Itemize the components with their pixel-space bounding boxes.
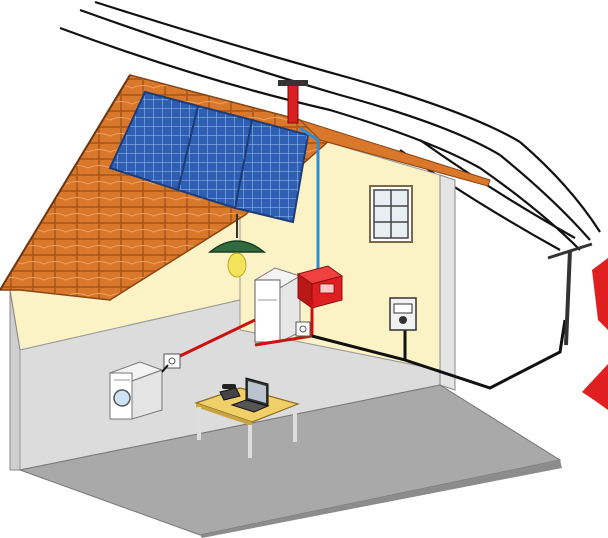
- power-socket-icon: [295, 321, 311, 337]
- dc-cable: [299, 126, 320, 272]
- washing-machine-cable: [161, 364, 169, 373]
- window-icon: [369, 185, 413, 243]
- telephone-icon: [219, 384, 241, 401]
- ceiling-lamp-icon: [207, 214, 267, 278]
- red-direction-arrows: [582, 258, 608, 410]
- power-socket-icon: [163, 353, 181, 369]
- refrigerator-icon: [253, 267, 302, 343]
- electricity-meter-icon: [389, 297, 417, 331]
- inverter-icon: [296, 265, 344, 309]
- utility-pole-icon: [547, 242, 593, 346]
- solar-panel-icon: [108, 90, 310, 224]
- laptop-icon: [230, 377, 270, 413]
- roof-right-eave: [299, 119, 491, 187]
- roof-utility-pole: [278, 80, 308, 124]
- washing-machine-icon: [108, 361, 164, 420]
- floor-edge: [200, 460, 562, 538]
- grid-cable-black: [311, 319, 567, 390]
- right-side-wall: [439, 174, 456, 391]
